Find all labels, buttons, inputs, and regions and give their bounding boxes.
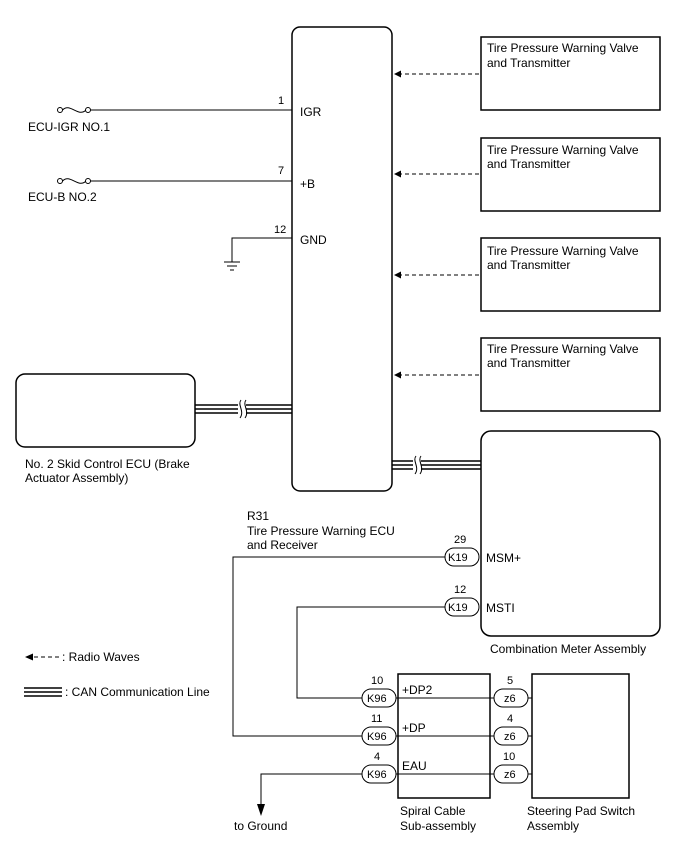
ecu-name-line2: and Receiver (247, 538, 318, 552)
meter-pin-msm-label: MSM+ (486, 551, 521, 565)
spiral-line2: Sub-assembly (400, 819, 476, 833)
fuse-ecu-igr-label: ECU-IGR NO.1 (28, 120, 110, 134)
combination-meter-box (480, 430, 661, 637)
legend-radio-waves (25, 653, 60, 661)
transmitter-2 (394, 137, 661, 212)
transmitter-3-line2: and Transmitter (487, 258, 570, 272)
z6-eau-conn: z6 (504, 769, 516, 781)
ecu-pin-gnd-label: GND (300, 233, 327, 247)
wire-eau-to-ground (260, 773, 362, 806)
ground-arrow (257, 804, 265, 816)
transmitter-4-line1: Tire Pressure Warning Valve (487, 342, 639, 356)
transmitter-4-line2: and Transmitter (487, 356, 570, 370)
ecu-pin-igr-num: 1 (278, 95, 284, 107)
meter-name: Combination Meter Assembly (490, 642, 646, 656)
transmitter-1 (394, 36, 661, 111)
spiral-line1: Spiral Cable (400, 804, 466, 818)
k96-eau-conn: K96 (367, 769, 387, 781)
ecu-pin-igr-label: IGR (300, 105, 322, 119)
k19-msti-conn: K19 (448, 602, 468, 614)
steering-line1: Steering Pad Switch (527, 804, 635, 818)
k19-msti-num: 12 (454, 584, 466, 596)
can-line-skid (195, 399, 292, 419)
k96-dp2-conn: K96 (367, 693, 387, 705)
transmitter-2-line2: and Transmitter (487, 157, 570, 171)
transmitter-3-line1: Tire Pressure Warning Valve (487, 244, 639, 258)
tire-pressure-ecu-box (291, 26, 393, 492)
can-line-meter (392, 455, 481, 475)
k96-dp-num: 11 (371, 713, 382, 725)
fuse-ecu-b-label: ECU-B NO.2 (28, 190, 97, 204)
transmitter-2-line1: Tire Pressure Warning Valve (487, 143, 639, 157)
ecu-pin-b-label: +B (300, 177, 315, 191)
wire-msti-to-dp2 (296, 606, 445, 699)
z6-eau-num: 10 (503, 751, 515, 763)
fuse-ecu-igr (57, 107, 292, 113)
z6-dp2-num: 5 (507, 675, 513, 687)
k19-msm-num: 29 (454, 534, 466, 546)
z6-dp2-conn: z6 (504, 693, 516, 705)
legend-can-line (24, 687, 62, 697)
k96-eau-num: 4 (374, 751, 380, 763)
spiral-pin-eau-label: EAU (402, 759, 427, 773)
steering-line2: Assembly (527, 819, 579, 833)
ecu-code: R31 (247, 509, 269, 523)
ground-symbol (224, 237, 292, 271)
ecu-pin-b-num: 7 (278, 165, 284, 177)
spiral-pin-dp-label: +DP (402, 721, 426, 735)
k96-dp2-num: 10 (371, 675, 383, 687)
z6-dp-conn: z6 (504, 731, 516, 743)
k19-msm-conn: K19 (448, 552, 468, 564)
fuse-ecu-b (57, 178, 292, 184)
transmitter-3 (394, 237, 661, 312)
k96-dp-conn: K96 (367, 731, 387, 743)
transmitter-1-line1: Tire Pressure Warning Valve (487, 41, 639, 55)
transmitter-1-line2: and Transmitter (487, 56, 570, 70)
ecu-name-line1: Tire Pressure Warning ECU (247, 524, 395, 538)
skid-ecu-line2: Actuator Assembly) (25, 471, 128, 485)
skid-control-ecu-box (15, 373, 196, 448)
z6-dp-num: 4 (507, 713, 513, 725)
spiral-pin-dp2-label: +DP2 (402, 683, 433, 697)
transmitter-4 (394, 337, 661, 412)
legend-radio-label: : Radio Waves (62, 650, 140, 664)
legend-can-label: : CAN Communication Line (65, 685, 210, 699)
ecu-pin-gnd-num: 12 (274, 224, 286, 236)
to-ground-label: to Ground (234, 819, 287, 833)
wire-msm-to-dp (232, 556, 445, 737)
meter-pin-msti-label: MSTI (486, 601, 515, 615)
skid-ecu-line1: No. 2 Skid Control ECU (Brake (25, 457, 190, 471)
steering-pad-switch-box (531, 673, 630, 799)
